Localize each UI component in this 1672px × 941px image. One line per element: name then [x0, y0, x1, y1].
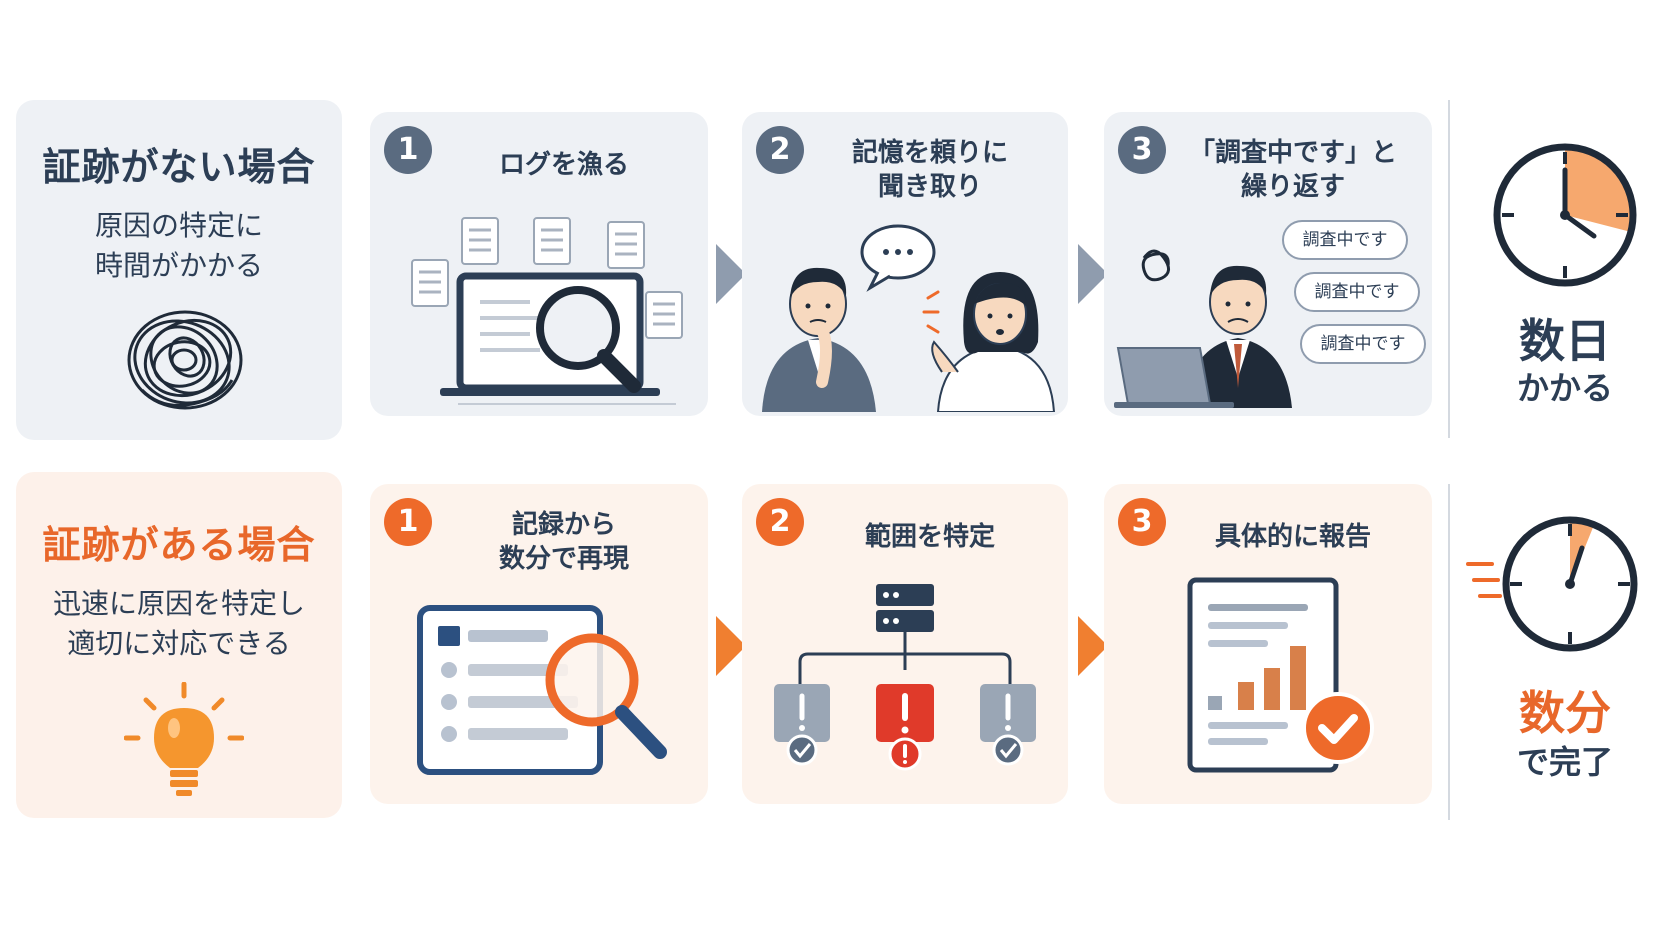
- step-number-badge: 2: [756, 498, 804, 546]
- step-number-badge: 3: [1118, 126, 1166, 174]
- tangled-scribble-icon: [127, 310, 243, 410]
- flow-arrow: [716, 616, 746, 676]
- result-divider: [1448, 100, 1450, 438]
- step-title: 具体的に報告: [1214, 522, 1371, 552]
- result-divider: [1448, 484, 1450, 820]
- step-title: ログを漁る: [498, 150, 629, 180]
- flow-arrow: [716, 244, 746, 304]
- two-people-talking-icon: [762, 224, 1056, 412]
- step-card-repeat: 3 「調査中です」と 繰り返す 調査中です 調査中です 調査中です: [1104, 112, 1432, 416]
- step-number-badge: 1: [384, 126, 432, 174]
- laptop-magnifier-icon: [411, 217, 683, 405]
- lightbulb-icon: [124, 682, 244, 796]
- clock-icon: [1493, 143, 1637, 287]
- record-list-magnifier-icon: [417, 605, 667, 775]
- report-document-check-icon: [1187, 577, 1374, 773]
- step-card-scope: 2 範囲を特定: [742, 484, 1068, 804]
- case-title: 証跡がない場合: [42, 145, 316, 189]
- step-number-badge: 1: [384, 498, 432, 546]
- result-duration: 数分: [1519, 686, 1611, 740]
- case-title: 証跡がある場合: [42, 523, 316, 567]
- case-description: 原因の特定に 時間がかかる: [94, 209, 263, 282]
- result-caption: かかる: [1516, 369, 1613, 407]
- step-card-report: 3 具体的に報告: [1104, 484, 1432, 804]
- result-duration: 数日: [1519, 314, 1611, 368]
- case-card-without: 証跡がない場合 原因の特定に 時間がかかる: [16, 100, 342, 440]
- case-card-with: 証跡がある場合 迅速に原因を特定し 適切に対応できる: [16, 472, 342, 818]
- speech-bubble: 調査中です: [1300, 324, 1426, 364]
- flow-arrow: [1078, 616, 1108, 676]
- flow-arrow: [1078, 244, 1108, 304]
- worried-man-laptop-icon: [1114, 249, 1292, 408]
- step-number-badge: 3: [1118, 498, 1166, 546]
- step-number-badge: 2: [756, 126, 804, 174]
- result-caption: で完了: [1516, 743, 1613, 781]
- step-card-replay: 1 記録から 数分で再現: [370, 484, 708, 804]
- step-title: 記憶を頼りに 聞き取り: [851, 138, 1008, 202]
- step-title: 記録から 数分で再現: [498, 510, 629, 574]
- server-tree-icon: [774, 584, 1036, 771]
- step-title: 範囲を特定: [864, 522, 995, 552]
- step-title: 「調査中です」と 繰り返す: [1188, 138, 1397, 202]
- step-card-interview: 2 記憶を頼りに 聞き取り: [742, 112, 1068, 416]
- stopwatch-icon: [1466, 516, 1638, 652]
- speech-bubble: 調査中です: [1294, 272, 1420, 312]
- step-card-log-search: 1 ログを漁る: [370, 112, 708, 416]
- case-description: 迅速に原因を特定し 適切に対応できる: [52, 587, 305, 660]
- speech-bubble: 調査中です: [1282, 220, 1408, 260]
